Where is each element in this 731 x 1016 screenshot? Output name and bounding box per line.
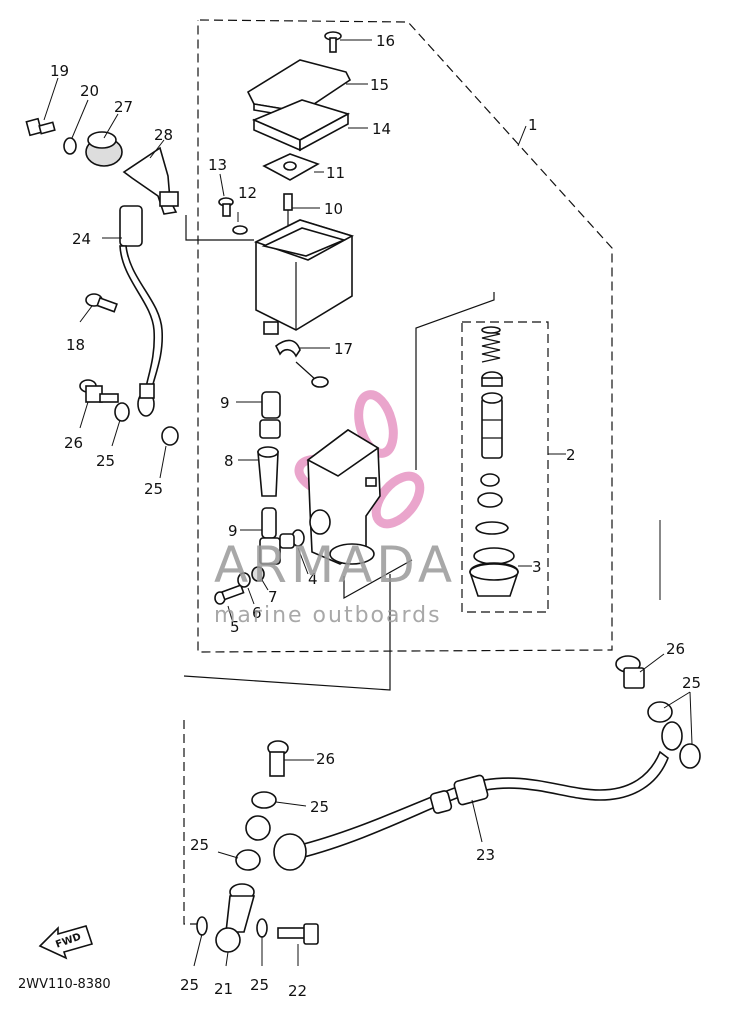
bolt-19-icon xyxy=(25,117,56,137)
drawing-code: 2WV110-8380 xyxy=(18,977,111,992)
hose-8-icon xyxy=(257,446,279,497)
screw-16-icon xyxy=(324,31,342,53)
assembly-outline xyxy=(183,19,661,925)
callout-24: 24 xyxy=(72,230,91,248)
watermark-tagline: marine outboards xyxy=(214,603,442,628)
callout-25-right: 25 xyxy=(682,674,701,692)
callout-21: 21 xyxy=(214,980,233,998)
banjo-bolt-26-lower-icon xyxy=(267,740,289,777)
watermark-brand: ARMADA xyxy=(214,536,456,594)
washer-25-right-b-icon xyxy=(679,743,701,769)
callout-17: 17 xyxy=(334,340,353,358)
callout-22: 22 xyxy=(288,982,307,1000)
callout-27: 27 xyxy=(114,98,133,116)
callout-25-lower-a: 25 xyxy=(310,798,329,816)
washer-7-icon xyxy=(251,566,265,582)
callout-11: 11 xyxy=(326,164,345,182)
banjo-bolt-26-upper-icon xyxy=(79,379,119,403)
callout-18: 18 xyxy=(66,336,85,354)
union-21-icon xyxy=(215,883,256,953)
washer-25-bottom-a-icon xyxy=(196,916,208,936)
callout-14: 14 xyxy=(372,120,391,138)
callout-13: 13 xyxy=(208,156,227,174)
callout-26-lower: 26 xyxy=(316,750,335,768)
grommet-27-icon xyxy=(85,131,123,167)
callout-7: 7 xyxy=(268,588,278,606)
brake-hose-23-icon xyxy=(245,721,683,871)
washer-25-upper-b-icon xyxy=(161,426,179,446)
callout-25-upper-b: 25 xyxy=(144,480,163,498)
diaphragm-plate-11-icon xyxy=(262,153,320,181)
callout-25-bottom-b: 25 xyxy=(250,976,269,994)
callout-10: 10 xyxy=(324,200,343,218)
washer-25-upper-a-icon xyxy=(114,402,130,422)
bolt-5-icon xyxy=(214,584,245,605)
reservoir-hose-17-icon xyxy=(274,339,329,388)
callout-6: 6 xyxy=(252,604,262,622)
bolt-18-icon xyxy=(85,293,118,313)
bracket-28-icon xyxy=(122,146,179,215)
diaphragm-14-icon xyxy=(251,99,351,152)
callout-26-upper: 26 xyxy=(64,434,83,452)
callout-8: 8 xyxy=(224,452,234,470)
callout-labels: 1 2 3 4 5 6 7 8 9 9 10 11 12 13 14 15 16… xyxy=(18,32,701,1000)
callout-15: 15 xyxy=(370,76,389,94)
piston-kit-icon xyxy=(475,326,509,535)
clamp-9-upper-icon xyxy=(259,391,281,439)
washer-25-lower-a-icon xyxy=(251,791,277,809)
callout-25-upper-a: 25 xyxy=(96,452,115,470)
bolt-22-icon xyxy=(277,923,319,945)
callout-28: 28 xyxy=(154,126,173,144)
boot-3-icon xyxy=(469,547,519,597)
callout-1: 1 xyxy=(528,116,538,134)
leader-lines xyxy=(43,39,693,967)
callout-2: 2 xyxy=(566,446,576,464)
callout-12: 12 xyxy=(238,184,257,202)
callout-19: 19 xyxy=(50,62,69,80)
washer-25-bottom-b-icon xyxy=(256,918,268,938)
callout-9-lower: 9 xyxy=(228,522,238,540)
clamp-9-lower-icon xyxy=(259,507,281,565)
watermark: ARMADA marine outboards xyxy=(214,536,456,628)
callout-23: 23 xyxy=(476,846,495,864)
callout-26-right: 26 xyxy=(666,640,685,658)
callout-4: 4 xyxy=(308,570,318,588)
master-cylinder-body-icon xyxy=(306,429,381,565)
banjo-bolt-26-right-icon xyxy=(615,655,645,689)
screw-13-icon xyxy=(218,197,234,217)
washer-12-icon xyxy=(232,225,248,235)
reservoir-tank-icon xyxy=(253,219,355,335)
forward-arrow-icon xyxy=(38,925,94,960)
callout-20: 20 xyxy=(80,82,99,100)
washer-6-icon xyxy=(237,572,251,588)
callout-25-bottom-a: 25 xyxy=(180,976,199,994)
brake-hose-24-icon xyxy=(119,205,163,417)
o-ring-4-icon xyxy=(279,529,305,549)
parts xyxy=(25,31,701,960)
callout-5: 5 xyxy=(230,618,240,636)
callout-3: 3 xyxy=(532,558,542,576)
callout-16: 16 xyxy=(376,32,395,50)
callout-9-upper: 9 xyxy=(220,394,230,412)
callout-25-lower-b: 25 xyxy=(190,836,209,854)
washer-25-lower-b-icon xyxy=(235,849,261,871)
washer-20-icon xyxy=(63,137,77,155)
